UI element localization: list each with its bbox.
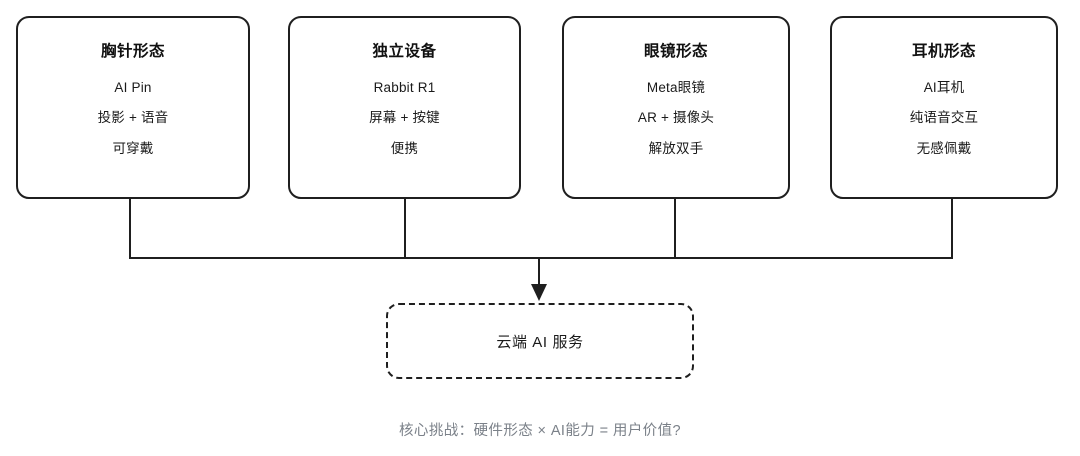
node-detail-line: AR + 摄像头	[637, 110, 715, 125]
node-detail-line: 便携	[390, 140, 419, 156]
node-standalone-device[interactable]: 独立设备 Rabbit R1 屏幕 + 按键 便携	[288, 16, 521, 199]
node-detail-line: 屏幕 + 按键	[369, 110, 440, 125]
node-detail-line: AI耳机	[923, 79, 965, 95]
node-detail-line: 无感佩戴	[916, 140, 972, 156]
arrow-head-to-cloud	[531, 284, 547, 301]
node-title: 耳机形态	[911, 43, 976, 60]
node-title: 独立设备	[372, 43, 437, 60]
node-detail-line: 解放双手	[648, 140, 704, 156]
node-title: 眼镜形态	[643, 43, 708, 60]
node-detail-line: 纯语音交互	[909, 110, 979, 125]
diagram-caption: 核心挑战：硬件形态 × AI能力 = 用户价值?	[399, 423, 681, 439]
node-pin-form[interactable]: 胸针形态 AI Pin 投影 + 语音 可穿戴	[16, 16, 250, 199]
node-cloud-ai-service[interactable]: 云端 AI 服务	[386, 303, 694, 379]
node-detail-line: Rabbit R1	[373, 79, 436, 95]
node-detail-line: 可穿戴	[112, 140, 154, 156]
node-detail-line: 投影 + 语音	[97, 110, 169, 125]
node-glasses-form[interactable]: 眼镜形态 Meta眼镜 AR + 摄像头 解放双手	[562, 16, 790, 199]
cloud-node-label: 云端 AI 服务	[496, 333, 584, 351]
node-detail-line: Meta眼镜	[646, 79, 706, 95]
node-earphone-form[interactable]: 耳机形态 AI耳机 纯语音交互 无感佩戴	[830, 16, 1058, 199]
node-title: 胸针形态	[100, 43, 165, 60]
node-detail-line: AI Pin	[114, 79, 152, 95]
